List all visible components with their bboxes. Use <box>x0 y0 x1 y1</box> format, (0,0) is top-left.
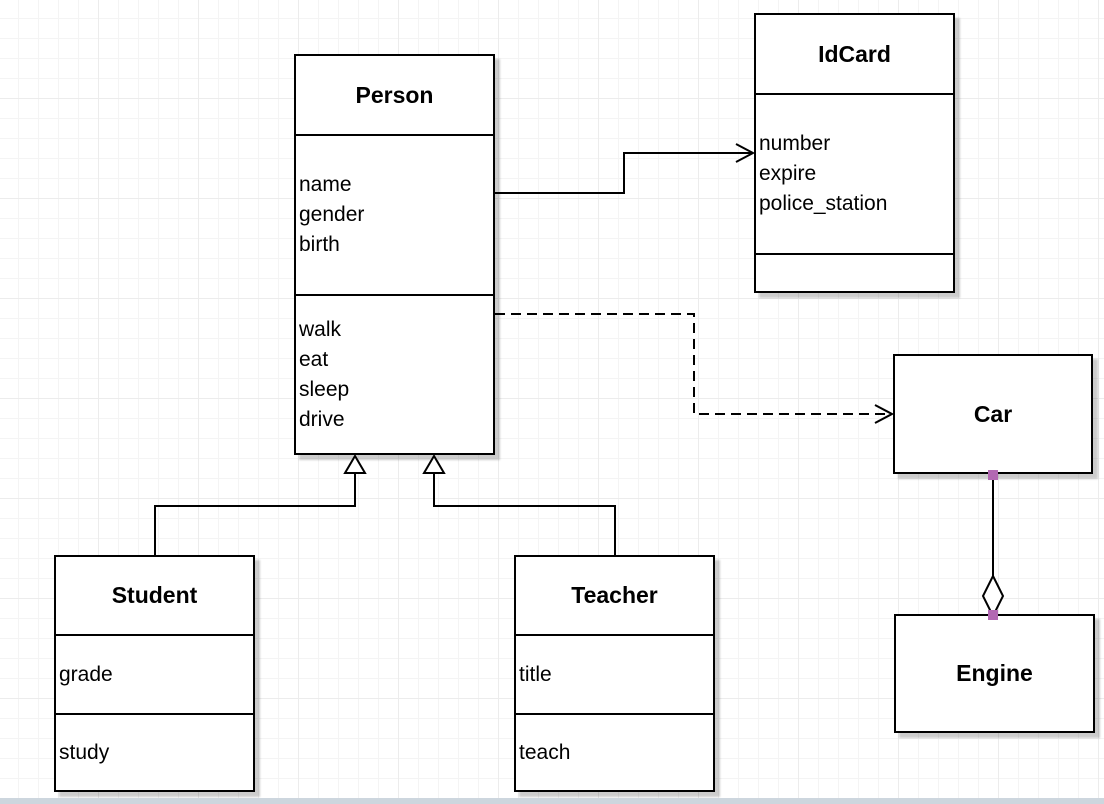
class-person[interactable]: Person name gender birth walk eat sleep … <box>294 54 495 455</box>
hollow-triangle-icon <box>422 454 446 474</box>
class-student-methods: study <box>56 713 253 790</box>
method: eat <box>299 347 329 371</box>
class-student-title: Student <box>111 582 198 608</box>
open-arrowhead-icon <box>735 143 756 163</box>
association-line <box>495 152 751 194</box>
method: sleep <box>299 377 350 401</box>
connector-person-idcard-association[interactable] <box>495 143 756 194</box>
method: drive <box>299 407 345 431</box>
connector-person-car-dependency[interactable] <box>495 313 895 424</box>
method: teach <box>519 740 571 764</box>
class-person-methods: walk eat sleep drive <box>296 294 493 453</box>
connection-handle[interactable] <box>988 470 998 480</box>
generalization-line <box>154 473 356 555</box>
attribute: police_station <box>759 192 888 215</box>
dependency-line <box>495 313 888 415</box>
attribute: title <box>519 662 552 686</box>
class-engine[interactable]: Engine <box>894 614 1095 733</box>
class-student-attributes: grade <box>56 634 253 713</box>
method: walk <box>299 317 342 341</box>
class-person-title: Person <box>355 81 434 108</box>
connector-car-engine-aggregation[interactable] <box>981 470 1005 620</box>
attribute: name <box>299 173 352 196</box>
method: study <box>59 740 110 764</box>
generalization-line <box>433 473 616 555</box>
attribute: gender <box>299 203 365 226</box>
attribute: number <box>759 132 831 155</box>
class-teacher-title: Teacher <box>571 582 658 608</box>
attribute: grade <box>59 662 113 686</box>
class-teacher-methods: teach <box>516 713 713 790</box>
open-arrowhead-icon <box>874 404 895 424</box>
attribute: birth <box>299 233 340 256</box>
connector-teacher-person-generalization[interactable] <box>422 454 616 555</box>
class-car-title: Car <box>973 400 1013 427</box>
connection-handle[interactable] <box>988 610 998 620</box>
attribute: expire <box>759 162 817 185</box>
class-car[interactable]: Car <box>893 354 1093 474</box>
class-idcard-attributes: number expire police_station <box>756 93 953 253</box>
canvas-edge-strip[interactable] <box>0 798 1104 804</box>
class-idcard-methods <box>756 253 953 291</box>
hollow-triangle-icon <box>343 454 367 474</box>
class-person-attributes: name gender birth <box>296 134 493 294</box>
class-teacher-attributes: title <box>516 634 713 713</box>
class-student[interactable]: Student grade study <box>54 555 255 792</box>
class-idcard-title: IdCard <box>818 40 891 67</box>
connector-student-person-generalization[interactable] <box>154 454 367 555</box>
class-teacher[interactable]: Teacher title teach <box>514 555 715 792</box>
class-idcard[interactable]: IdCard number expire police_station <box>754 13 955 293</box>
class-engine-title: Engine <box>956 660 1033 686</box>
